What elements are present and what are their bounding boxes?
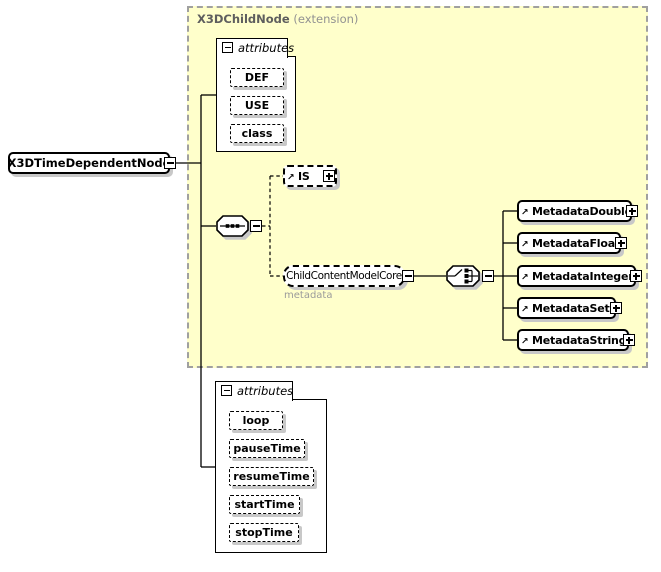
metadatainteger-expand-button[interactable] bbox=[630, 270, 642, 282]
attribute-label: DEF bbox=[244, 71, 270, 84]
inherited-attributes-header: attributes bbox=[216, 38, 294, 58]
attributes-header-label: attributes bbox=[237, 383, 294, 398]
element-box-metadatainteger[interactable]: ↗ MetadataInteger bbox=[517, 265, 636, 287]
attribute-item-def[interactable]: DEF bbox=[230, 68, 284, 87]
element-box-metadatastring[interactable]: ↗ MetadataString bbox=[517, 329, 629, 351]
attribute-item-use[interactable]: USE bbox=[230, 96, 284, 115]
element-label: MetadataDouble bbox=[532, 204, 632, 218]
element-label: MetadataInteger bbox=[532, 269, 634, 283]
element-box-metadataset[interactable]: ↗ MetadataSet bbox=[517, 297, 616, 319]
reference-arrow-icon: ↗ bbox=[287, 173, 295, 183]
collapse-attributes-icon[interactable] bbox=[221, 385, 232, 396]
reference-arrow-icon: ↗ bbox=[521, 273, 529, 283]
choice-collapse-button[interactable] bbox=[482, 270, 494, 282]
reference-arrow-icon: ↗ bbox=[521, 240, 529, 250]
attribute-label: loop bbox=[242, 414, 270, 427]
is-expand-button[interactable] bbox=[323, 170, 335, 182]
attribute-item-starttime[interactable]: startTime bbox=[229, 495, 300, 514]
metadataset-expand-button[interactable] bbox=[610, 302, 622, 314]
collapse-attributes-icon[interactable] bbox=[222, 42, 233, 53]
metadata-annotation: metadata bbox=[284, 290, 333, 301]
child-content-collapse-button[interactable] bbox=[402, 270, 414, 282]
root-element-box[interactable]: X3DTimeDependentNode bbox=[8, 152, 170, 174]
reference-arrow-icon: ↗ bbox=[521, 208, 529, 218]
attribute-label: resumeTime bbox=[233, 470, 310, 483]
reference-arrow-icon: ↗ bbox=[521, 305, 529, 315]
attribute-item-pausetime[interactable]: pauseTime bbox=[229, 439, 305, 458]
attributes-header-label: attributes bbox=[238, 40, 295, 55]
choice-group-icon[interactable] bbox=[446, 265, 480, 287]
attribute-label: pauseTime bbox=[233, 442, 301, 455]
child-content-model-box[interactable]: ChildContentModelCore bbox=[283, 265, 405, 287]
attribute-label: startTime bbox=[234, 498, 295, 511]
attribute-label: USE bbox=[244, 99, 270, 112]
element-label: MetadataString bbox=[532, 333, 627, 347]
root-element-label: X3DTimeDependentNode bbox=[7, 156, 171, 170]
element-label: MetadataSet bbox=[532, 301, 610, 315]
sequence-group-icon[interactable] bbox=[216, 215, 249, 237]
attribute-item-stoptime[interactable]: stopTime bbox=[229, 523, 299, 542]
attribute-label: stopTime bbox=[235, 526, 293, 539]
root-collapse-button[interactable] bbox=[164, 157, 176, 169]
attribute-item-resumetime[interactable]: resumeTime bbox=[229, 467, 314, 486]
extension-base-type: X3DChildNode bbox=[197, 12, 290, 26]
element-box-metadatadouble[interactable]: ↗ MetadataDouble bbox=[517, 200, 632, 222]
attribute-item-loop[interactable]: loop bbox=[229, 411, 283, 430]
metadatadouble-expand-button[interactable] bbox=[626, 205, 638, 217]
element-label: MetadataFloat bbox=[532, 236, 620, 250]
child-content-model-label: ChildContentModelCore bbox=[286, 270, 402, 282]
attribute-label: class bbox=[241, 127, 273, 140]
sequence-collapse-button[interactable] bbox=[250, 220, 262, 232]
attribute-item-class[interactable]: class bbox=[230, 124, 284, 143]
extension-subtitle: (extension) bbox=[293, 12, 359, 26]
extension-title: X3DChildNode (extension) bbox=[197, 12, 358, 26]
is-element-label: IS bbox=[298, 169, 310, 183]
own-attributes-header: attributes bbox=[215, 381, 293, 401]
metadatafloat-expand-button[interactable] bbox=[615, 237, 627, 249]
element-box-metadatafloat[interactable]: ↗ MetadataFloat bbox=[517, 232, 621, 254]
reference-arrow-icon: ↗ bbox=[521, 337, 529, 347]
metadatastring-expand-button[interactable] bbox=[623, 334, 635, 346]
